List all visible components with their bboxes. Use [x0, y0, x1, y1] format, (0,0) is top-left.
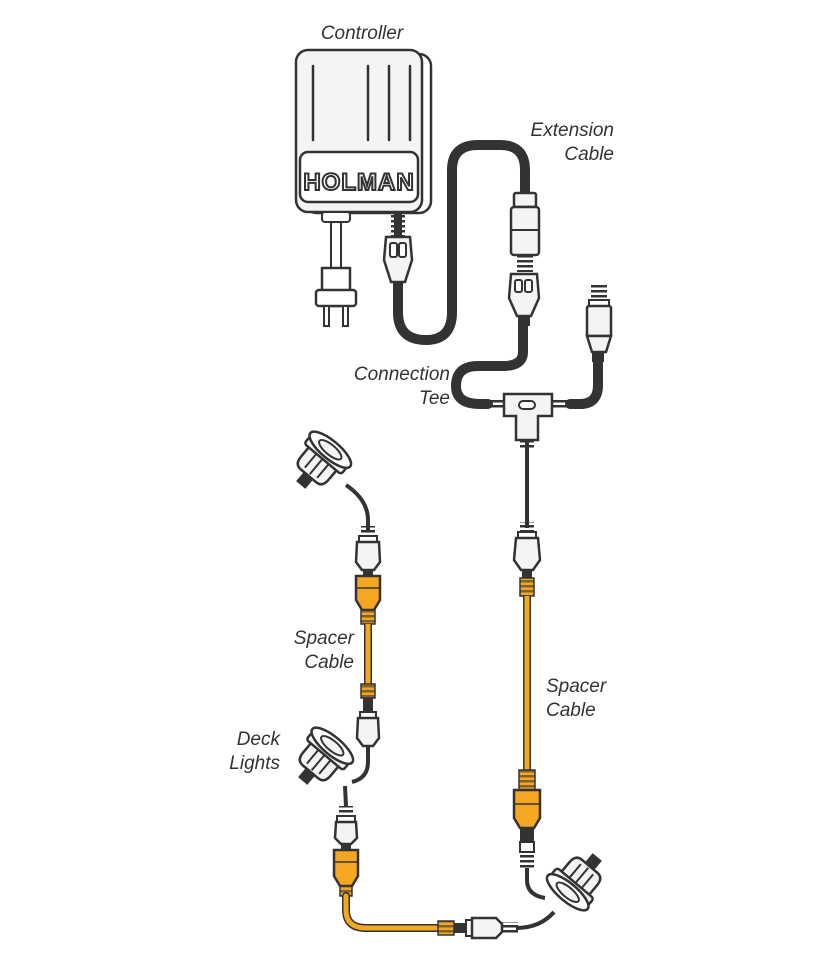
deck-light-top: [296, 430, 353, 489]
deck-light-bottom: [545, 853, 602, 912]
power-plug: [314, 211, 358, 327]
spacer-cable-right-label: Spacer Cable: [546, 676, 607, 721]
extension-cable: [393, 140, 530, 409]
tee-open-port-connector: [585, 284, 613, 362]
extension-connector-male: [507, 272, 541, 326]
bottom-spacer-cable: [332, 785, 556, 940]
controller-label: Controller: [320, 23, 404, 44]
connection-tee: [484, 392, 570, 448]
controller: HOLMAN: [294, 48, 433, 215]
tee-side-lead: [565, 357, 603, 409]
deck-light-middle: [298, 726, 355, 785]
extension-cable-label: Extension Cable: [530, 120, 614, 165]
deck-lights-label: Deck Lights: [229, 729, 280, 774]
controller-output-connector: [382, 235, 414, 292]
controller-brand: HOLMAN: [303, 169, 414, 196]
connection-tee-label: Connection Tee: [353, 364, 450, 409]
right-spacer-cable: [512, 522, 542, 868]
extension-connector-female: [509, 191, 541, 272]
left-spacer-cable: [344, 483, 382, 784]
controller-output-lead: [391, 212, 405, 238]
spacer-cable-left-label: Spacer Cable: [293, 628, 354, 673]
